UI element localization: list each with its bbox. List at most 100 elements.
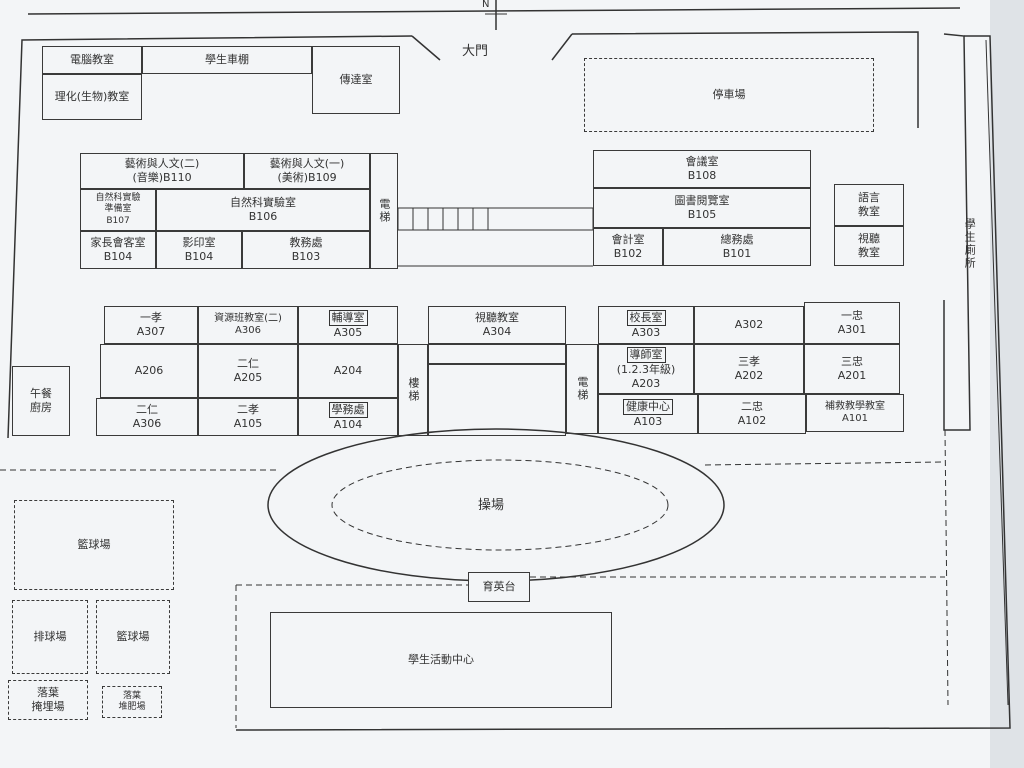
a102-code: A102 [737, 414, 767, 427]
room-a206: A206 [100, 344, 198, 398]
a306-name: 資源班教室(二) [214, 312, 282, 324]
a206-code: A206 [134, 364, 164, 378]
b105-name: 圖書閱覽室 [674, 194, 730, 208]
activity-center: 學生活動中心 [270, 612, 612, 708]
room-a104: 學務處 A104 [298, 398, 398, 436]
a304-code: A304 [482, 325, 512, 338]
b101-code: B101 [722, 247, 752, 260]
room-b103: 教務處 B103 [242, 231, 370, 269]
basketball-court-2: 籃球場 [96, 600, 170, 674]
b109-line2: (美術)B109 [277, 171, 337, 184]
a-courtyard [428, 364, 566, 436]
a306b-name: 二仁 [136, 403, 158, 417]
a303-name: 校長室 [626, 310, 666, 326]
a305-name: 輔導室 [328, 310, 368, 326]
room-b102: 會計室 B102 [593, 228, 663, 266]
language-room: 語言 教室 [834, 184, 904, 226]
bike-shed: 學生車棚 [142, 46, 312, 74]
a302-code: A302 [734, 318, 764, 332]
parents-name: 家長會客室 [90, 236, 146, 250]
leaf-landfill: 落葉 掩埋場 [8, 680, 88, 720]
volleyball-court: 排球場 [12, 600, 88, 674]
copy-name: 影印室 [182, 236, 216, 250]
room-parents: 家長會客室 B104 [80, 231, 156, 269]
copy-code: B104 [184, 250, 214, 263]
b103-code: B103 [291, 250, 321, 263]
room-a302: A302 [694, 306, 804, 344]
b107-code: B107 [106, 215, 130, 226]
a307-code: A307 [136, 325, 166, 338]
room-copy: 影印室 B104 [156, 231, 242, 269]
toilet-label: 學生廁所 [963, 218, 977, 270]
a105-code: A105 [233, 417, 263, 430]
leaf-compost: 落葉 堆肥場 [102, 686, 162, 718]
a102-name: 二忠 [741, 400, 763, 414]
physics-chem-label: 理化(生物)教室 [54, 90, 130, 104]
north-marker: N [482, 0, 490, 10]
a201-code: A201 [837, 369, 867, 382]
a-stairs-left-label: 樓梯 [406, 377, 420, 403]
b107-line2: 準備室 [104, 204, 132, 215]
a306b-code: A306 [132, 417, 162, 430]
a301-code: A301 [837, 323, 867, 336]
room-a307: 一孝 A307 [104, 306, 198, 344]
room-a205: 二仁 A205 [198, 344, 298, 398]
room-a306: 資源班教室(二) A306 [198, 306, 298, 344]
room-a201: 三忠 A201 [804, 344, 900, 394]
a307-name: 一孝 [140, 311, 162, 325]
a101-code: A101 [842, 413, 868, 424]
a105-name: 二孝 [237, 403, 259, 417]
room-a303: 校長室 A303 [598, 306, 694, 344]
a103-name: 健康中心 [623, 399, 673, 415]
parents-code: B104 [103, 250, 133, 263]
landfill-line1: 落葉 [37, 686, 59, 700]
language-line1: 語言 [858, 191, 880, 205]
room-b106: 自然科實驗室 B106 [156, 189, 370, 231]
b106-code: B106 [248, 210, 278, 223]
b102-name: 會計室 [611, 233, 645, 247]
room-b107: 自然科實驗 準備室 B107 [80, 189, 156, 231]
b106-name: 自然科實驗室 [230, 196, 296, 210]
a303-code: A303 [631, 326, 661, 339]
room-a301: 一忠 A301 [804, 302, 900, 344]
a304-name: 視聽教室 [475, 311, 519, 325]
room-b109: 藝術與人文(一) (美術)B109 [244, 153, 370, 189]
a201-name: 三忠 [841, 355, 863, 369]
room-a202: 三孝 A202 [694, 344, 804, 394]
room-a203: 導師室 (1.2.3年級) A203 [598, 344, 694, 394]
room-b105: 圖書閱覽室 B105 [593, 188, 811, 228]
computer-room: 電腦教室 [42, 46, 142, 74]
lunch-kitchen: 午餐 廚房 [12, 366, 70, 436]
playground-label: 操場 [478, 498, 505, 513]
room-b110: 藝術與人文(二) (音樂)B110 [80, 153, 244, 189]
kitchen-line1: 午餐 [30, 387, 52, 401]
b102-code: B102 [613, 247, 643, 260]
b-stairs-label: 電梯 [377, 198, 391, 224]
volleyball-label: 排球場 [33, 630, 67, 644]
a104-code: A104 [333, 418, 363, 431]
a-stairs-left: 樓梯 [398, 344, 428, 436]
a202-code: A202 [734, 369, 764, 382]
a301-name: 一忠 [841, 309, 863, 323]
b109-line1: 藝術與人文(一) [269, 157, 345, 171]
room-a102: 二忠 A102 [698, 394, 806, 434]
room-a101: 補救教學教室 A101 [806, 394, 904, 432]
a205-code: A205 [233, 371, 263, 384]
b110-line2: (音樂)B110 [132, 171, 192, 184]
physics-chem-room: 理化(生物)教室 [42, 74, 142, 120]
reception-room: 傳達室 [312, 46, 400, 114]
a204-code: A204 [333, 364, 363, 378]
a-corridor [428, 344, 566, 364]
room-a304: 視聽教室 A304 [428, 306, 566, 344]
b108-name: 會議室 [685, 155, 719, 169]
room-a204: A204 [298, 344, 398, 398]
a305-code: A305 [333, 326, 363, 339]
a104-name: 學務處 [328, 402, 368, 418]
b108-code: B108 [687, 169, 717, 182]
kitchen-line2: 廚房 [30, 401, 52, 414]
b110-line1: 藝術與人文(二) [124, 157, 200, 171]
a203-name: 導師室 [626, 347, 666, 364]
room-a105: 二孝 A105 [198, 398, 298, 436]
